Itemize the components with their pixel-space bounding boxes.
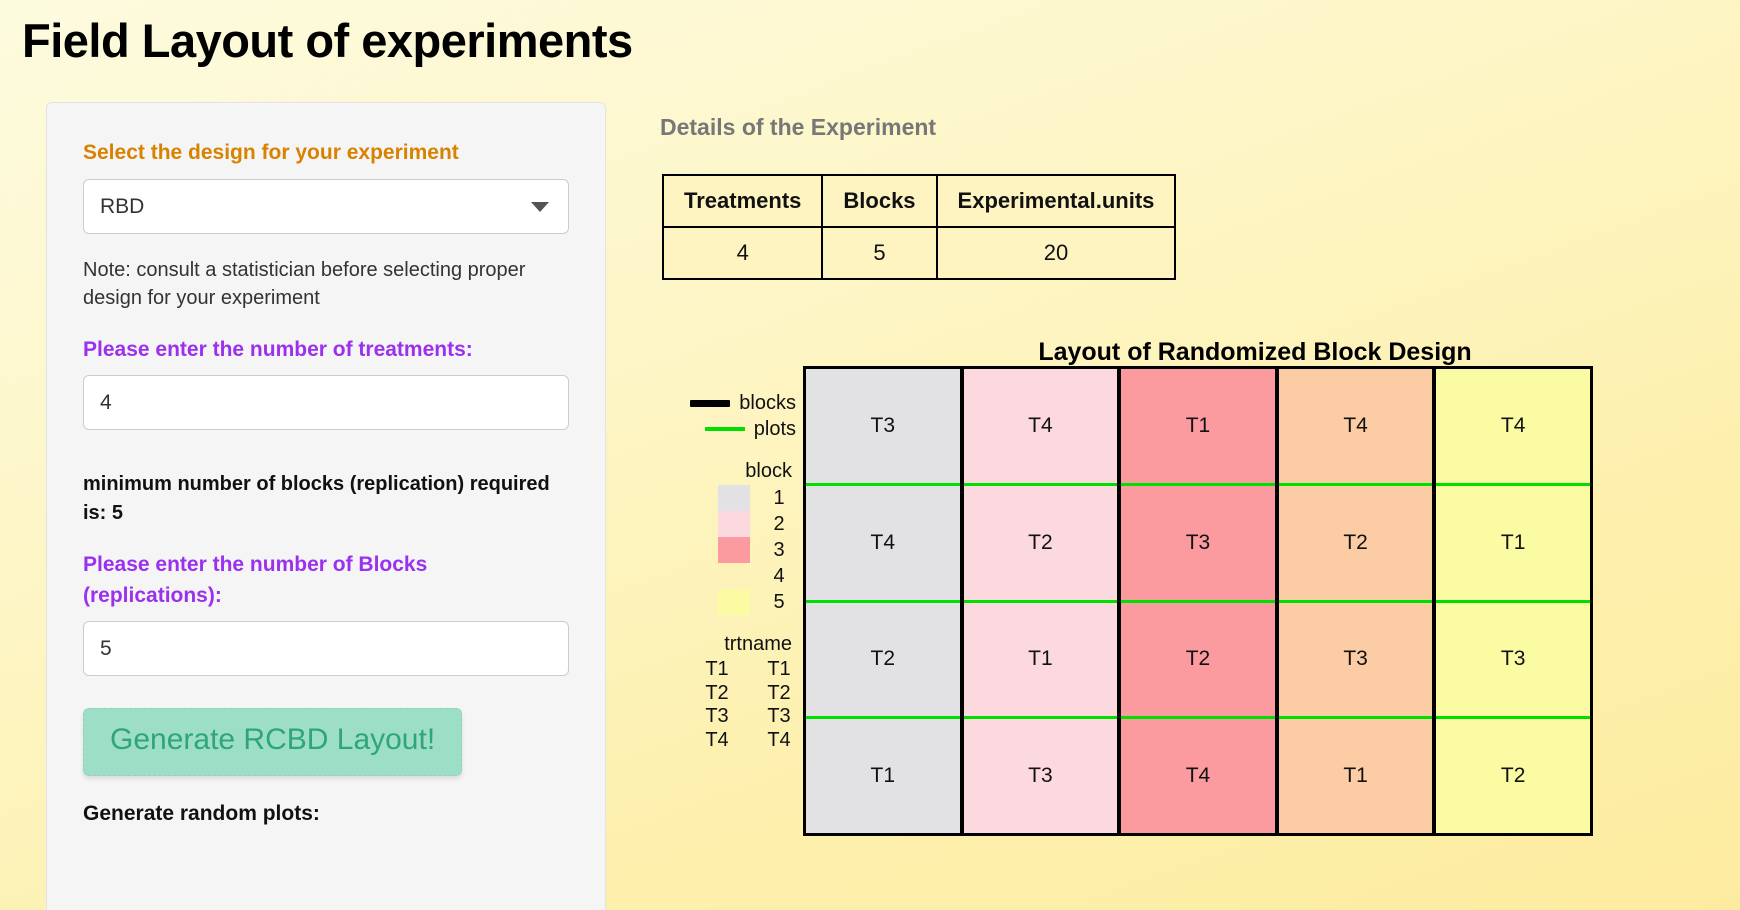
details-cell-0: 4 <box>663 227 822 279</box>
block-column-2: T4T2T1T3 <box>964 369 1118 833</box>
block-column-3: T1T3T2T4 <box>1121 369 1275 833</box>
block-color-swatch-icon <box>718 511 750 537</box>
controls-panel: Select the design for your experiment RB… <box>46 102 606 910</box>
block-column-4: T4T2T3T1 <box>1279 369 1433 833</box>
legend-trt-row: T2 T2 <box>660 682 796 706</box>
legend-block-label: 3 <box>762 539 796 562</box>
legend-item-blocks: blocks <box>660 390 796 416</box>
plot-cell: T1 <box>1121 369 1275 483</box>
treatments-input-label: Please enter the number of treatments: <box>83 335 569 365</box>
legend-label-plots: plots <box>754 418 796 441</box>
legend-trt-label: T2 <box>762 682 796 706</box>
layout-plot: Layout of Randomized Block Design blocks… <box>660 314 1720 904</box>
legend-block-row: 5 <box>660 589 796 615</box>
plot-cell: T4 <box>964 369 1118 483</box>
legend-block-row: 3 <box>660 537 796 563</box>
legend-trt-row: T3 T3 <box>660 705 796 729</box>
plot-cell: T4 <box>806 486 960 600</box>
legend-trt-label: T4 <box>762 729 796 753</box>
block-color-swatch-icon <box>718 563 750 589</box>
plot-cell: T3 <box>964 719 1118 833</box>
plot-cell: T3 <box>1121 486 1275 600</box>
block-color-swatch-icon <box>718 589 750 615</box>
plot-cell: T2 <box>1436 719 1590 833</box>
legend-trt-key: T2 <box>700 682 734 706</box>
plot-cell: T3 <box>1436 603 1590 717</box>
block-color-swatch-icon <box>718 485 750 511</box>
plot-cell: T4 <box>1279 369 1433 483</box>
legend-trt-key: T1 <box>700 658 734 682</box>
legend-block-label: 5 <box>762 591 796 614</box>
plots-line-icon <box>705 427 745 431</box>
plot-legend: blocks plots block 12345 trtname T1T1T2T… <box>660 390 796 752</box>
legend-trtname-group: trtname T1T1T2T2T3T3T4T4 <box>660 633 796 752</box>
design-select-wrapper[interactable]: RBD <box>83 179 569 234</box>
generate-random-plots-label: Generate random plots: <box>83 802 569 826</box>
legend-trt-label: T3 <box>762 705 796 729</box>
treatments-input[interactable] <box>83 375 569 430</box>
legend-trt-key: T4 <box>700 729 734 753</box>
blocks-input-label: Please enter the number of Blocks (repli… <box>83 550 569 611</box>
block-column-1: T3T4T2T1 <box>806 369 960 833</box>
legend-title-trtname: trtname <box>660 633 796 656</box>
plot-cell: T3 <box>806 369 960 483</box>
block-column-5: T4T1T3T2 <box>1436 369 1590 833</box>
statistician-note: Note: consult a statistician before sele… <box>83 256 569 313</box>
min-blocks-note: minimum number of blocks (replication) r… <box>83 470 569 528</box>
legend-trt-key: T3 <box>700 705 734 729</box>
plot-cell: T2 <box>806 603 960 717</box>
plot-cell: T1 <box>806 719 960 833</box>
legend-block-entries: 1 2 3 4 5 <box>660 485 796 615</box>
details-table: TreatmentsBlocksExperimental.units 4520 <box>662 174 1176 280</box>
legend-title-block: block <box>660 460 796 483</box>
legend-block-label: 1 <box>762 487 796 510</box>
legend-trt-entries: T1T1T2T2T3T3T4T4 <box>660 658 796 752</box>
details-heading: Details of the Experiment <box>660 114 936 141</box>
plot-cell: T2 <box>1121 603 1275 717</box>
legend-block-row: 1 <box>660 485 796 511</box>
plot-cell: T1 <box>1436 486 1590 600</box>
legend-block-row: 4 <box>660 563 796 589</box>
generate-rcbd-layout-button[interactable]: Generate RCBD Layout! <box>83 708 462 776</box>
block-color-swatch-icon <box>718 537 750 563</box>
plot-cell: T3 <box>1279 603 1433 717</box>
legend-block-label: 2 <box>762 513 796 536</box>
legend-block-row: 2 <box>660 511 796 537</box>
plot-title: Layout of Randomized Block Design <box>790 338 1720 367</box>
legend-item-plots: plots <box>660 416 796 442</box>
plot-cell: T1 <box>1279 719 1433 833</box>
legend-trt-row: T4 T4 <box>660 729 796 753</box>
design-select-label: Select the design for your experiment <box>83 141 569 165</box>
details-col-header-0: Treatments <box>663 175 822 227</box>
blocks-input[interactable] <box>83 621 569 676</box>
plot-cell: T4 <box>1121 719 1275 833</box>
legend-trt-row: T1 T1 <box>660 658 796 682</box>
legend-label-blocks: blocks <box>739 392 796 415</box>
details-col-header-1: Blocks <box>822 175 936 227</box>
plot-cell: T4 <box>1436 369 1590 483</box>
legend-trt-label: T1 <box>762 658 796 682</box>
blocks-line-icon <box>690 400 730 407</box>
details-cell-2: 20 <box>937 227 1176 279</box>
table-header-row: TreatmentsBlocksExperimental.units <box>663 175 1175 227</box>
field-layout-grid: T3T4T2T1T4T2T1T3T1T3T2T4T4T2T3T1T4T1T3T2 <box>803 366 1593 836</box>
plot-cell: T2 <box>1279 486 1433 600</box>
design-select[interactable]: RBD <box>83 179 569 234</box>
table-row: 4520 <box>663 227 1175 279</box>
plot-cell: T2 <box>964 486 1118 600</box>
page-title: Field Layout of experiments <box>22 14 1740 68</box>
plot-cell: T1 <box>964 603 1118 717</box>
legend-block-label: 4 <box>762 565 796 588</box>
details-col-header-2: Experimental.units <box>937 175 1176 227</box>
details-cell-1: 5 <box>822 227 936 279</box>
